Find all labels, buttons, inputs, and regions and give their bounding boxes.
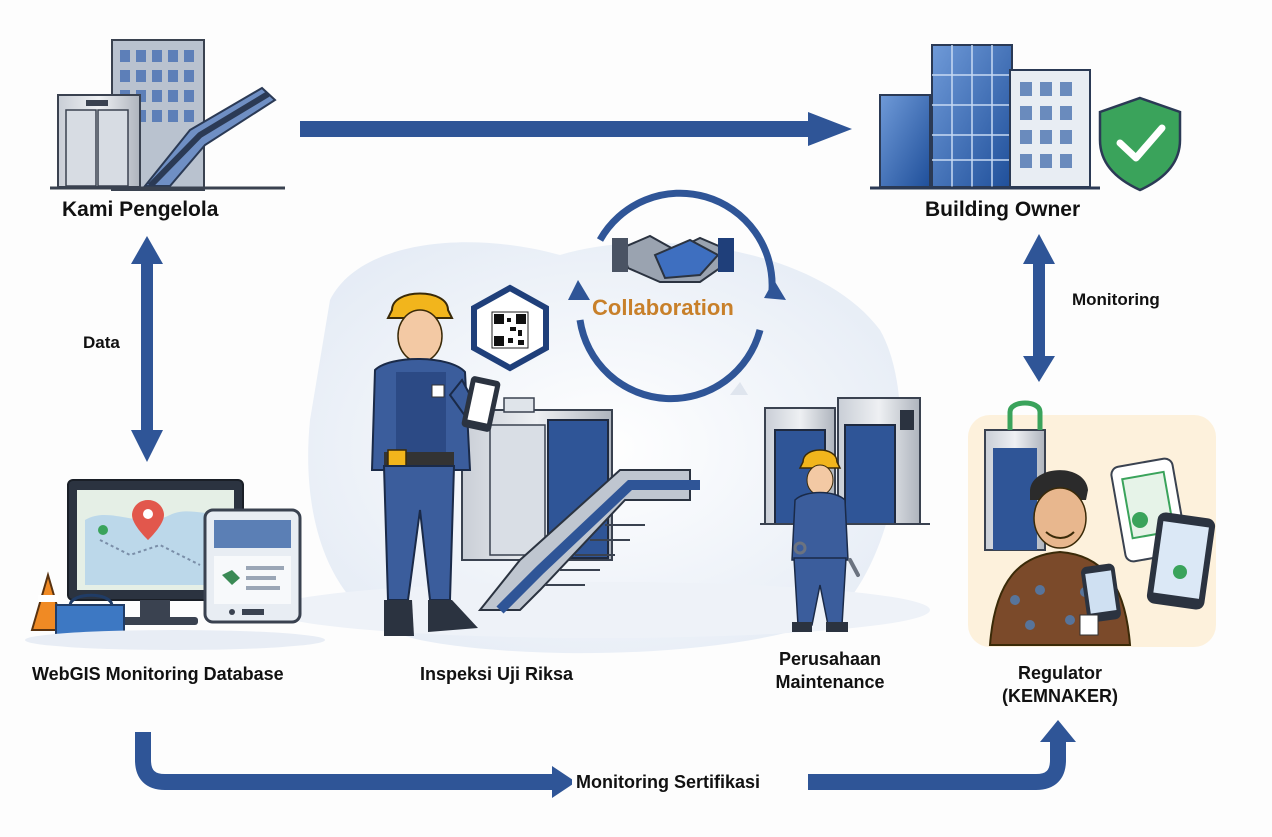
monitor-map-tablet-icon <box>25 479 325 650</box>
building-with-escalator-icon <box>50 39 285 191</box>
node-label-regulator-line2: (KEMNAKER) <box>1002 686 1118 706</box>
collaboration-cycle <box>568 189 786 403</box>
office-buildings-with-shield-icon <box>870 44 1182 192</box>
arrow-kami-webgis-data <box>131 236 163 462</box>
edge-label-data: Data <box>83 333 120 352</box>
node-label-regulator: Regulator (KEMNAKER) <box>985 662 1135 708</box>
node-label-webgis: WebGIS Monitoring Database <box>32 664 284 684</box>
arrow-webgis-to-regulator <box>135 720 1076 798</box>
arrow-kami-to-owner <box>300 112 852 146</box>
node-label-kami-pengelola: Kami Pengelola <box>62 198 219 221</box>
inspector-worker-with-phone-icon <box>370 292 501 636</box>
node-label-building-owner: Building Owner <box>925 198 1081 221</box>
node-label-perusahaan: Perusahaan Maintenance <box>760 648 900 694</box>
collaboration-label: Collaboration <box>592 295 734 320</box>
arrow-owner-regulator-monitoring <box>1023 234 1055 382</box>
handshake-icon <box>612 234 734 283</box>
node-label-regulator-line1: Regulator <box>1017 663 1102 683</box>
node-label-inspeksi: Inspeksi Uji Riksa <box>420 664 574 684</box>
qr-code-icon <box>471 284 549 372</box>
maintenance-worker-with-wrench-icon <box>791 449 860 632</box>
node-label-perusahaan-line1: Perusahaan <box>778 649 882 669</box>
edge-label-monitoring: Monitoring <box>1072 290 1160 309</box>
edge-label-monitoring-sertifikasi: Monitoring Sertifikasi <box>572 772 765 793</box>
regulator-with-certificate-phone-icon <box>968 400 1216 647</box>
node-label-perusahaan-line2: Maintenance <box>775 672 885 692</box>
elevator-escalator-illustration <box>461 397 700 614</box>
